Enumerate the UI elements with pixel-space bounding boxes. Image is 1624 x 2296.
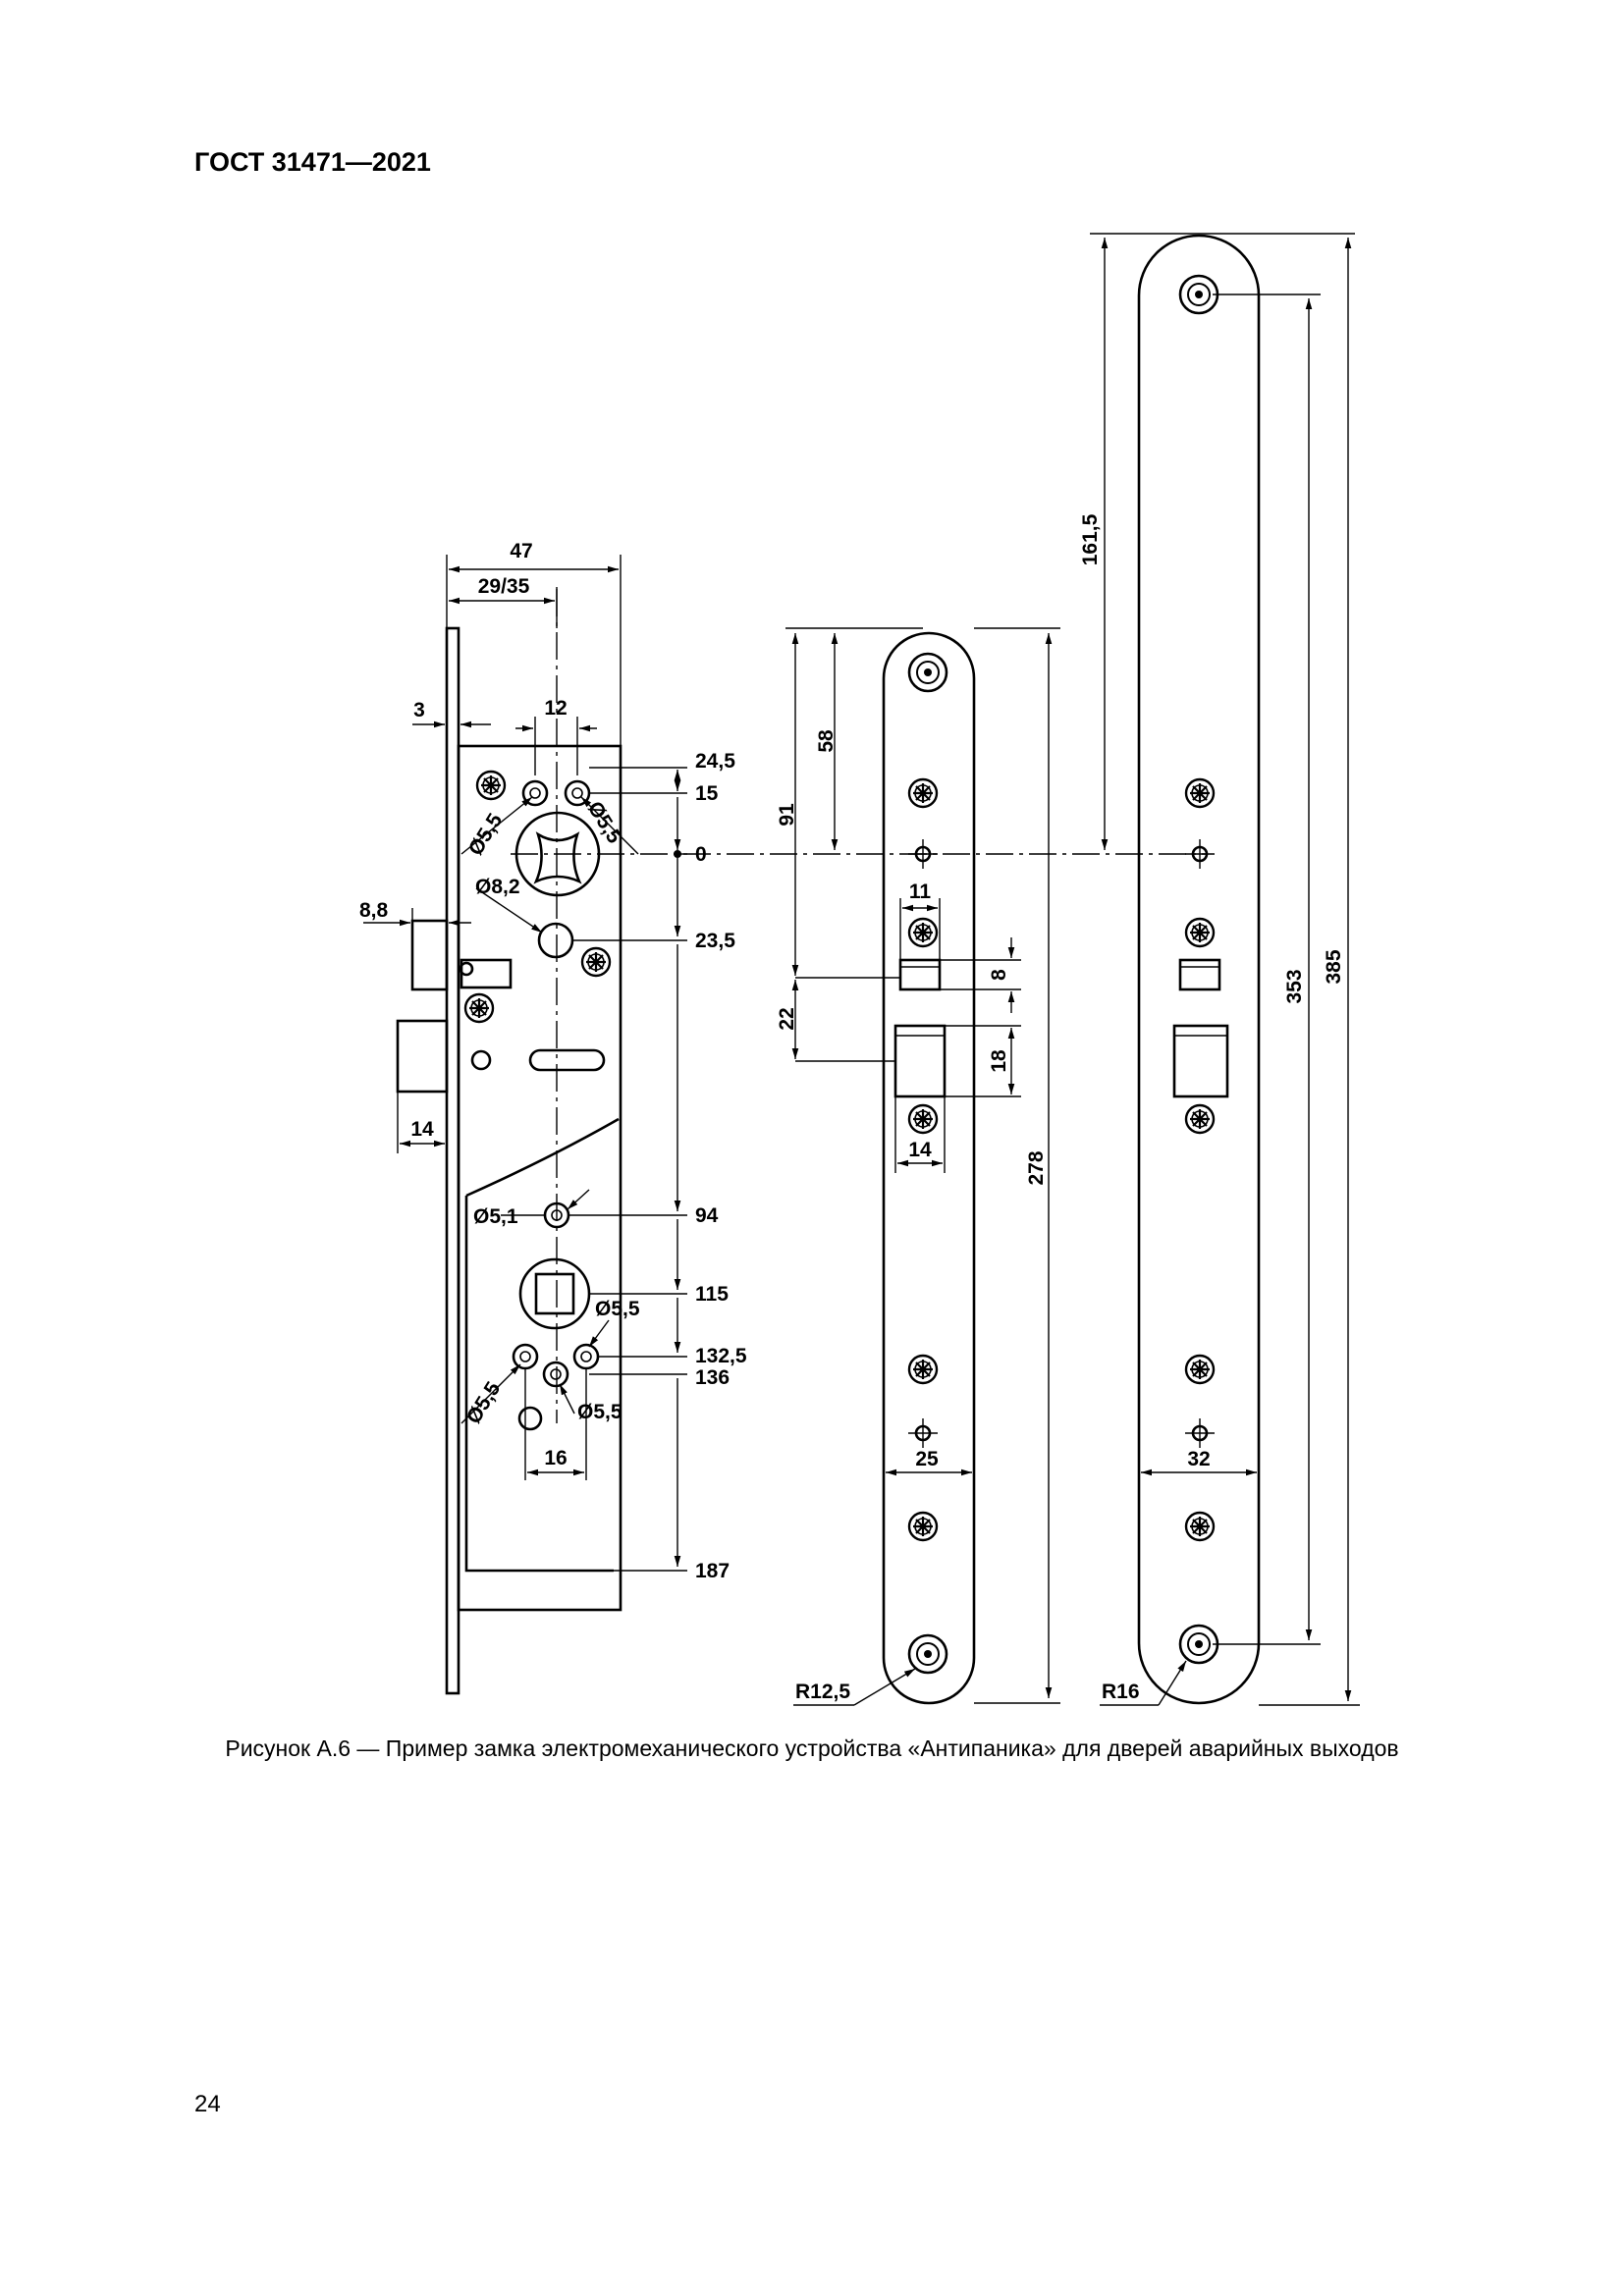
dia-cylinder: Ø8,2 <box>475 876 520 898</box>
dim-91: 91 <box>776 803 798 827</box>
screw-icon <box>580 946 612 978</box>
dim-faceplate-width: 25 <box>915 1448 939 1470</box>
dim-bolt-height: 18 <box>988 1049 1010 1073</box>
dim-24-5: 24,5 <box>695 750 735 773</box>
standard-code: ГОСТ 31471—2021 <box>194 147 431 177</box>
dim-23-5: 23,5 <box>695 930 735 952</box>
fixing-hole-icon <box>907 652 948 693</box>
screw-icon <box>1184 1511 1216 1542</box>
figure-caption: Рисунок А.6 — Пример замка электромехани… <box>225 1735 1399 1761</box>
dim-58: 58 <box>815 729 838 753</box>
screw-icon <box>1184 777 1216 809</box>
dim-22: 22 <box>776 1007 798 1030</box>
screw-icon <box>1184 917 1216 948</box>
dia-top-left: Ø5,5 <box>464 810 508 860</box>
fixing-hole-icon <box>1178 274 1219 315</box>
hole-bottom-center <box>542 1361 569 1388</box>
lock-body <box>396 589 1208 1695</box>
dim-161-5: 161,5 <box>1079 513 1102 565</box>
dim-latch-offset: 8,8 <box>359 899 389 922</box>
screw-icon <box>475 770 507 801</box>
dim-bolt-width: 14 <box>410 1118 434 1141</box>
dim-0: 0 <box>695 843 707 866</box>
dim-136: 136 <box>695 1366 730 1389</box>
dim-15: 15 <box>695 782 719 805</box>
dia-bottom-center: Ø5,5 <box>577 1401 623 1423</box>
dim-faceplate-bolt-width: 14 <box>908 1139 932 1161</box>
dia-bottom-right: Ø5,5 <box>595 1298 640 1320</box>
fixing-hole-icon <box>1178 1624 1219 1665</box>
screw-icon <box>463 992 495 1024</box>
screw-icon <box>907 917 939 948</box>
dim-187: 187 <box>695 1560 730 1582</box>
dim-backset: 29/35 <box>478 575 530 598</box>
dim-278: 278 <box>1025 1150 1048 1185</box>
lock-body-dimensions: 47 29/35 3 12 24,5 15 0 23,5 94 115 132,… <box>359 540 747 1582</box>
screw-icon <box>907 1103 939 1135</box>
fixing-hole-icon <box>907 1633 948 1675</box>
dia-middle: Ø5,1 <box>473 1205 518 1228</box>
dim-strike-radius: R16 <box>1102 1681 1140 1703</box>
page-number: 24 <box>194 2091 221 2117</box>
screw-icon <box>1184 1103 1216 1135</box>
screw-icon <box>1184 1354 1216 1385</box>
dim-faceplate-thickness: 3 <box>413 699 425 721</box>
dim-115: 115 <box>695 1283 729 1306</box>
dim-hole-spacing-top: 12 <box>544 697 567 720</box>
hole-bottom-right <box>572 1343 600 1370</box>
dim-385: 385 <box>1323 949 1345 984</box>
dim-latch-height: 8 <box>988 969 1010 981</box>
dim-hole-spacing-bottom: 16 <box>544 1447 567 1469</box>
screw-icon <box>907 1354 939 1385</box>
dim-94: 94 <box>695 1204 719 1227</box>
dim-latch-width: 11 <box>909 881 932 903</box>
screw-icon <box>907 1511 939 1542</box>
strike-plate-dimensions: 161,5 353 385 32 R16 <box>1079 233 1360 1706</box>
screw-icon <box>907 777 939 809</box>
strike-plate <box>1137 234 1261 1705</box>
faceplate <box>882 631 976 1705</box>
dim-width: 47 <box>510 540 532 562</box>
dim-353: 353 <box>1283 969 1306 1003</box>
faceplate-dimensions: 91 58 11 8 22 18 14 278 25 R12,5 <box>776 627 1060 1706</box>
dim-132-5: 132,5 <box>695 1345 747 1367</box>
hole-bottom-left <box>512 1343 539 1370</box>
dim-strike-width: 32 <box>1187 1448 1210 1470</box>
dim-faceplate-radius: R12,5 <box>795 1681 850 1703</box>
